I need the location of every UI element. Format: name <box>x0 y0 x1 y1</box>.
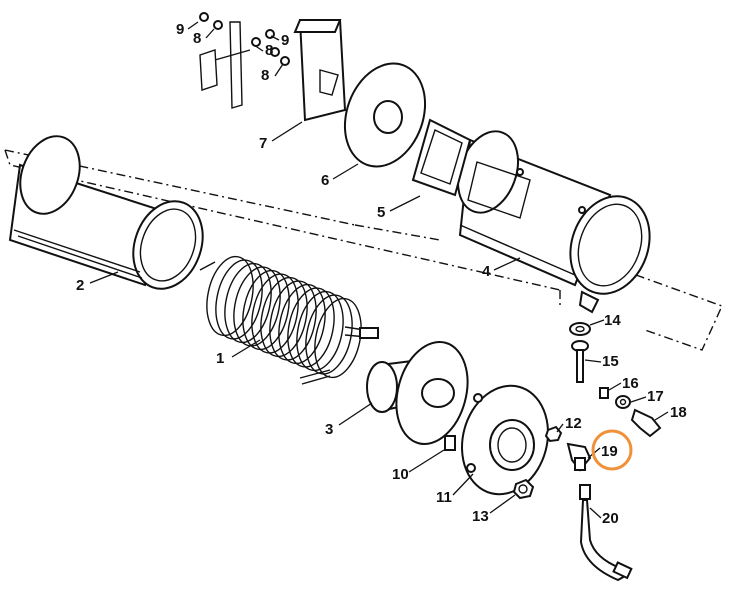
callout-labels: 1 2 3 4 5 6 7 8 8 8 9 9 10 11 12 13 14 1… <box>76 21 687 527</box>
part-3-burner-flange[interactable] <box>366 334 478 452</box>
callout-label[interactable]: 8 <box>265 42 273 59</box>
coil-ring <box>296 290 344 372</box>
callout-label[interactable]: 2 <box>76 277 84 294</box>
callout-label[interactable]: 12 <box>565 415 582 432</box>
coil-ring <box>206 255 254 337</box>
part-16-fitting[interactable] <box>566 442 592 472</box>
callout-label[interactable]: 8 <box>261 67 269 84</box>
callout-label[interactable]: 10 <box>392 466 409 483</box>
callout-label[interactable]: 9 <box>176 21 184 38</box>
coil-ring <box>269 280 317 361</box>
part-14-washer[interactable] <box>569 322 591 336</box>
part-11-front-plate[interactable] <box>450 376 560 504</box>
part-4-burner-housing[interactable] <box>447 123 662 314</box>
part-5-gasket[interactable] <box>411 118 472 197</box>
coil-ring <box>242 269 290 351</box>
part-6-disc[interactable] <box>331 52 439 178</box>
callout-label[interactable]: 1 <box>216 350 224 367</box>
callout-label[interactable]: 14 <box>604 312 621 329</box>
coil-ring <box>278 283 326 365</box>
part-7-air-intake[interactable] <box>293 19 347 122</box>
part-13-nut[interactable] <box>512 478 535 500</box>
parts-8-9-fasteners[interactable] <box>199 12 290 66</box>
part-18-bushing[interactable] <box>599 387 609 399</box>
part-17-elbow[interactable] <box>630 408 662 438</box>
callout-label[interactable]: 11 <box>436 489 452 506</box>
callout-label[interactable]: 4 <box>482 263 491 280</box>
part-1-heating-coil[interactable] <box>199 252 379 385</box>
coil-ring <box>287 287 335 368</box>
callout-label-highlighted[interactable]: 19 <box>601 443 618 460</box>
coil-ring <box>251 273 299 354</box>
part-2-outer-cylinder[interactable] <box>8 128 214 299</box>
callout-label[interactable]: 6 <box>321 172 329 189</box>
callout-label[interactable]: 3 <box>325 421 333 438</box>
coil-ring <box>305 294 353 375</box>
callout-label[interactable]: 7 <box>259 135 267 152</box>
part-10-bolt[interactable] <box>444 435 456 451</box>
callout-label[interactable]: 9 <box>281 32 289 49</box>
leader-lines <box>89 21 669 519</box>
callout-label[interactable]: 13 <box>472 508 489 525</box>
coil-ring <box>224 262 272 344</box>
coil-ring <box>260 276 308 358</box>
coil-ring <box>314 297 362 379</box>
callout-label[interactable]: 5 <box>377 204 385 221</box>
callout-label[interactable]: 15 <box>602 353 619 370</box>
bracket[interactable] <box>199 21 251 109</box>
callout-label[interactable]: 16 <box>622 375 639 392</box>
part-15-electrode[interactable] <box>571 340 589 383</box>
coil-ring <box>233 266 281 347</box>
callout-label[interactable]: 18 <box>670 404 687 421</box>
coil-ring <box>215 259 263 340</box>
assembly-outline <box>4 149 723 351</box>
callout-label[interactable]: 8 <box>193 30 201 47</box>
part-12-nut[interactable] <box>544 425 563 443</box>
callout-label[interactable]: 20 <box>602 510 619 527</box>
part-20-fuel-line[interactable] <box>579 484 633 582</box>
part-19-nut[interactable] <box>615 395 631 409</box>
callout-label[interactable]: 17 <box>647 388 664 405</box>
highlight-ring <box>591 429 633 471</box>
